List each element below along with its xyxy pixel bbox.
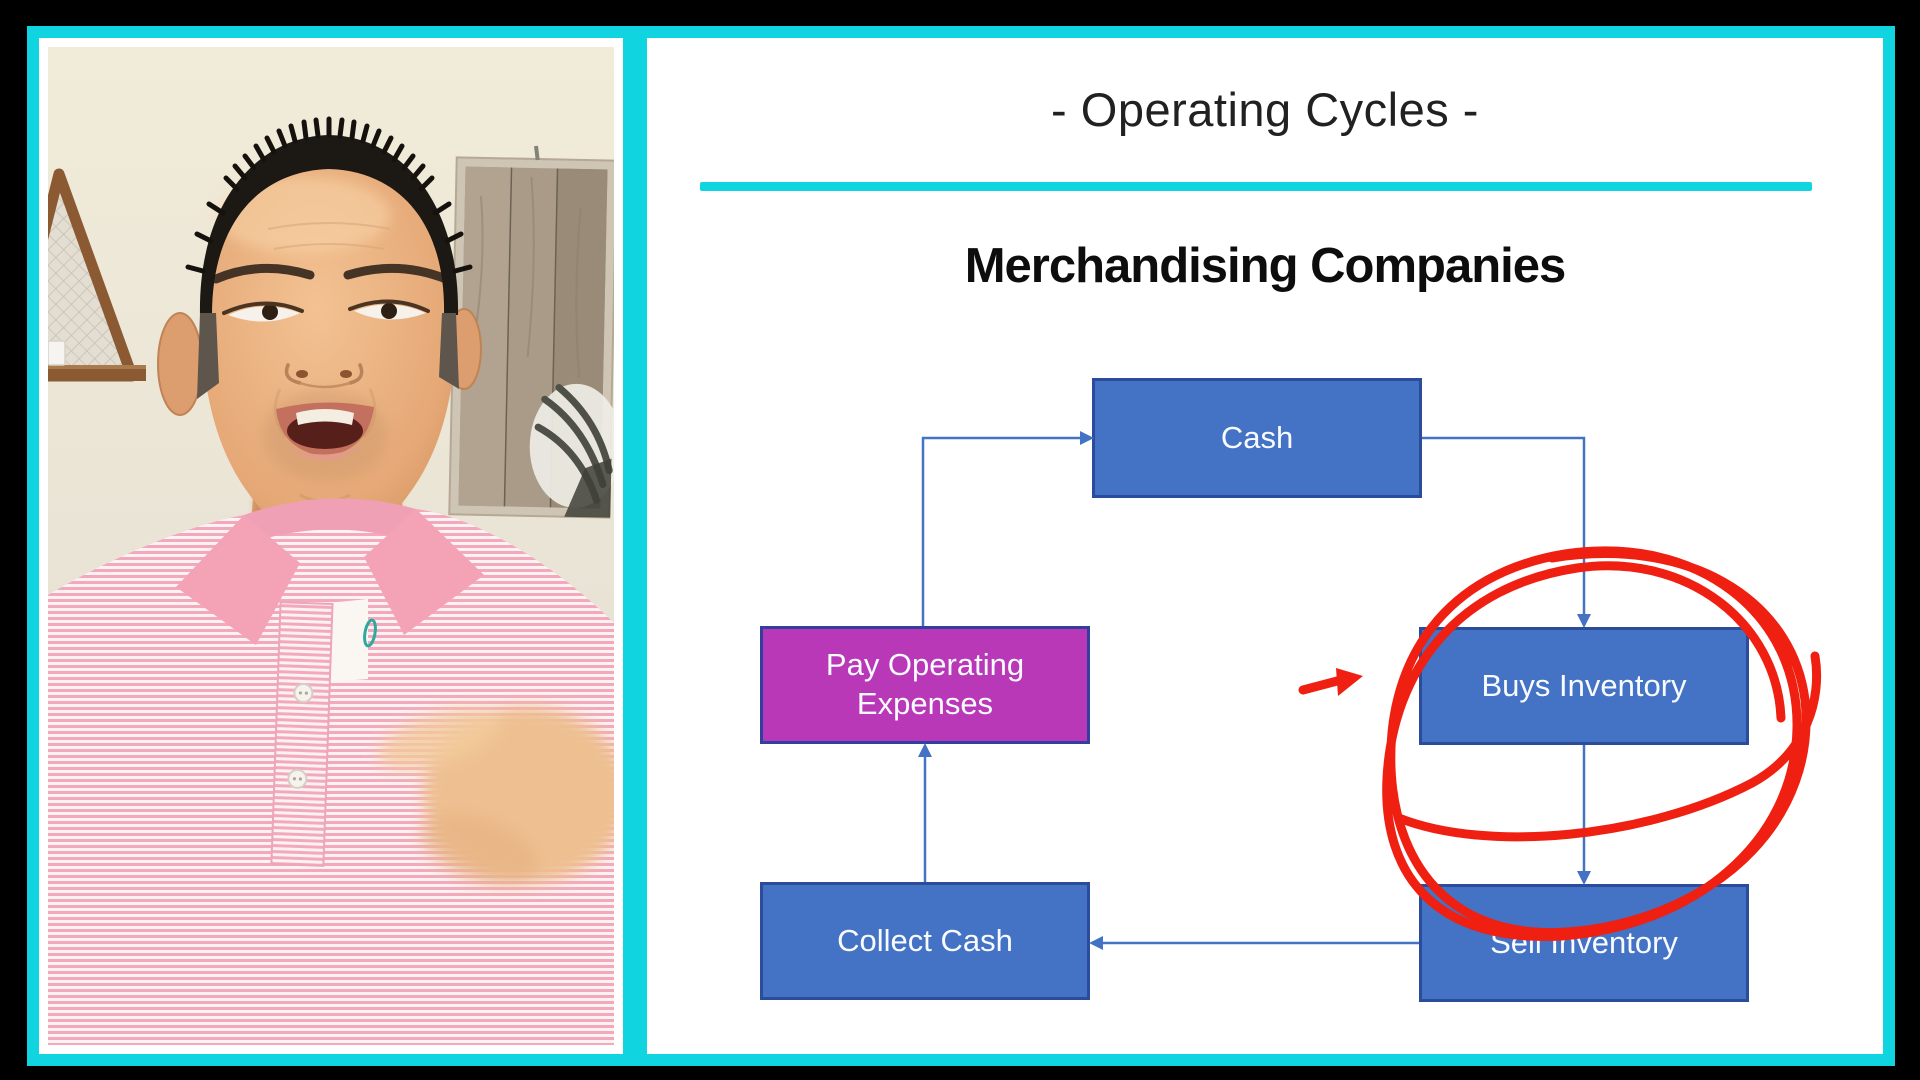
node-buys-inventory: Buys Inventory bbox=[1419, 627, 1749, 745]
title-underline-rule bbox=[700, 182, 1812, 191]
arrow-pay-to-cash bbox=[921, 436, 1080, 626]
presenter-photo bbox=[48, 47, 614, 1045]
presenter-face bbox=[201, 163, 457, 555]
left-eyebrow bbox=[211, 263, 315, 284]
node-cash: Cash bbox=[1092, 378, 1422, 498]
spiky-hair bbox=[185, 116, 473, 399]
node-label: Buys Inventory bbox=[1481, 667, 1687, 703]
polo-shirt bbox=[48, 498, 614, 1045]
presenter-illustration bbox=[48, 47, 614, 1045]
button-placket bbox=[270, 601, 334, 867]
node-collect-cash: Collect Cash bbox=[760, 882, 1090, 1000]
node-sell-inventory: Sell Inventory bbox=[1419, 884, 1749, 1002]
node-label: Cash bbox=[1220, 419, 1294, 455]
red-pointer-arrow bbox=[1298, 668, 1363, 696]
mouth-open bbox=[276, 402, 374, 461]
triangle-shelf-decor bbox=[48, 168, 146, 382]
node-label: Sell Inventory bbox=[1490, 924, 1678, 960]
arrow-cash-to-buys bbox=[1422, 436, 1586, 616]
shirt-logo bbox=[363, 618, 377, 648]
slide-panel: - Operating Cycles - Merchandising Compa… bbox=[635, 26, 1895, 1066]
wood-sign-decor bbox=[448, 145, 614, 519]
slide-heading: Merchandising Companies bbox=[964, 239, 1567, 293]
slide: - Operating Cycles - Merchandising Compa… bbox=[647, 38, 1883, 1054]
nose bbox=[284, 363, 364, 389]
node-label: Collect Cash bbox=[837, 922, 1013, 958]
left-ear bbox=[157, 312, 203, 416]
webcam-panel bbox=[27, 26, 635, 1066]
right-eyebrow bbox=[343, 263, 451, 284]
slide-title: - Operating Cycles - bbox=[1051, 83, 1479, 136]
node-pay-operating-expenses: Pay Operating Expenses bbox=[760, 626, 1090, 744]
node-label: Pay Operating Expenses bbox=[825, 647, 1025, 721]
eyes bbox=[222, 299, 430, 322]
right-collar-flap bbox=[364, 509, 484, 635]
left-collar-flap bbox=[176, 515, 300, 645]
pointing-hand bbox=[378, 707, 614, 886]
